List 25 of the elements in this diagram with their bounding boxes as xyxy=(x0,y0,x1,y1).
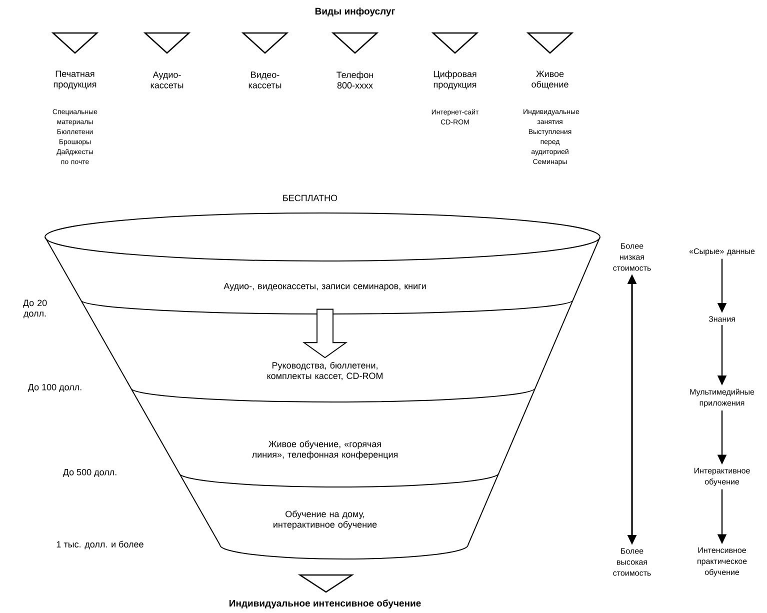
band-text: Обучение на дому, интерактивное обучение xyxy=(274,510,377,530)
block-arrow xyxy=(302,308,348,358)
category-label: Аудио- кассеты xyxy=(150,72,184,88)
category-label: Цифровая продукция xyxy=(434,70,476,90)
bottom-heading: Индивидуальное интенсивное обучение xyxy=(230,600,421,608)
side-label: Более высокая стоимость xyxy=(613,548,651,576)
band-text: Живое обучение, «горячая линия», телефонная конференция xyxy=(252,440,398,460)
category-label: Видео- кассеты xyxy=(248,72,282,88)
price-label: 1 тыс. долл. и более xyxy=(56,540,144,550)
side-label: Знания xyxy=(708,316,735,322)
side-label: Интенсивное практическое обучение xyxy=(698,547,747,577)
title: Виды инфоуслуг xyxy=(315,8,395,16)
price-label: До 20 долл. xyxy=(22,300,47,318)
category-label: Печатная продукция xyxy=(54,70,96,90)
category-label: Телефон 800-xxxx xyxy=(336,71,374,89)
price-label: БЕСПЛАТНО xyxy=(283,194,338,202)
side-label: Интерактивное обучение xyxy=(694,468,750,486)
price-label: До 500 долл. xyxy=(62,468,116,478)
side-label: Мультимедийные приложения xyxy=(690,388,754,408)
side-label: «Сырые» данные xyxy=(689,248,755,256)
price-label: До 100 долл. xyxy=(28,384,82,392)
band-text: Аудио-, видеокассеты, записи семинаров, книги xyxy=(224,282,426,292)
side-label: Более низкая стоимость xyxy=(613,243,651,271)
band-text: Руководства, бюллетени, комплекты кассет, CD-ROM xyxy=(267,362,382,380)
category-label: Живое общение xyxy=(532,70,568,90)
